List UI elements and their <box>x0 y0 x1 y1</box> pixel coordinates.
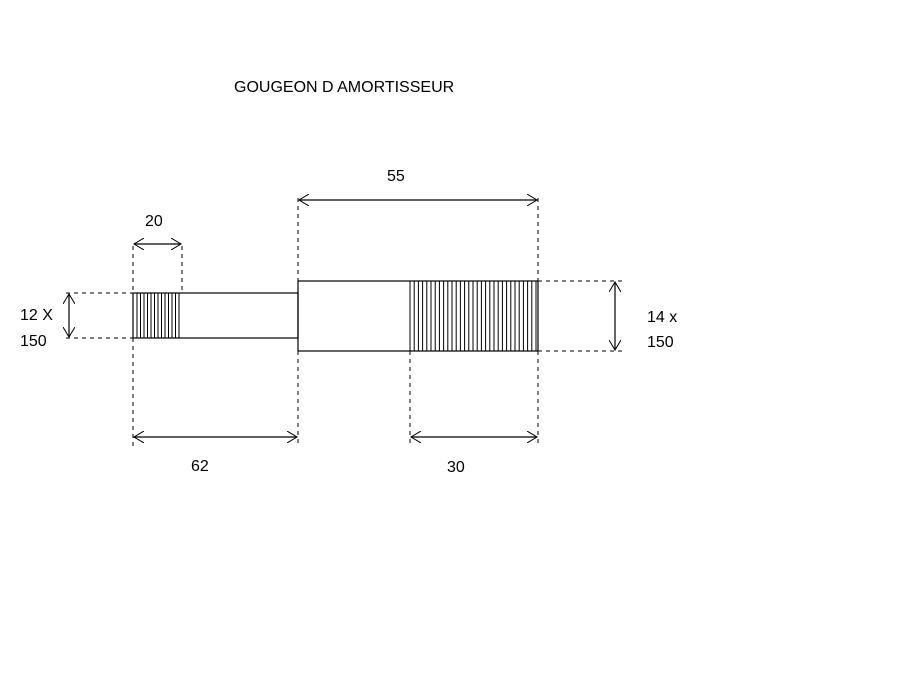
dimension-label-62: 62 <box>191 458 209 475</box>
thick-shaft-thread-hatch <box>409 281 537 351</box>
diameter-label-thin-line2: 150 <box>20 333 47 350</box>
dimension-label-30: 30 <box>447 459 465 476</box>
dimension-label-55: 55 <box>387 168 405 185</box>
drawing-title: GOUGEON D AMORTISSEUR <box>234 79 454 96</box>
diameter-label-thick-line2: 150 <box>647 334 674 351</box>
diameter-label-thin-line1: 12 X <box>20 307 53 324</box>
thin-shaft-thread-hatch <box>136 293 180 338</box>
diameter-label-thick-line1: 14 x <box>647 309 677 326</box>
extension-lines <box>66 198 622 446</box>
dimension-label-20: 20 <box>145 213 163 230</box>
